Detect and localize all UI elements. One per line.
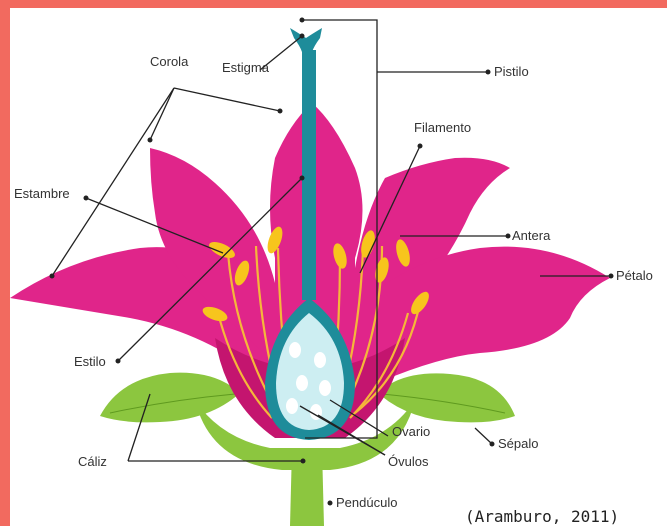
style (302, 50, 316, 300)
citation: (Aramburo, 2011) (465, 507, 619, 526)
label-estigma: Estigma (222, 60, 270, 75)
diagram-frame: Corola Estigma Pistilo Filamento Estambr… (10, 8, 667, 526)
label-estambre: Estambre (14, 186, 70, 201)
sepal-left (100, 373, 240, 423)
label-pistilo: Pistilo (494, 64, 529, 79)
sepal-right (378, 373, 515, 422)
label-ovario: Ovario (392, 424, 430, 439)
label-corola: Corola (150, 54, 189, 69)
label-antera: Antera (512, 228, 551, 243)
label-caliz: Cáliz (78, 454, 107, 469)
label-sepalo: Sépalo (498, 436, 538, 451)
stigma (290, 28, 322, 52)
label-ovulos: Óvulos (388, 454, 429, 469)
flower-diagram: Corola Estigma Pistilo Filamento Estambr… (10, 8, 667, 526)
label-petalo: Pétalo (616, 268, 653, 283)
label-penduculo: Pendúculo (336, 495, 397, 510)
label-estilo: Estilo (74, 354, 106, 369)
label-filamento: Filamento (414, 120, 471, 135)
